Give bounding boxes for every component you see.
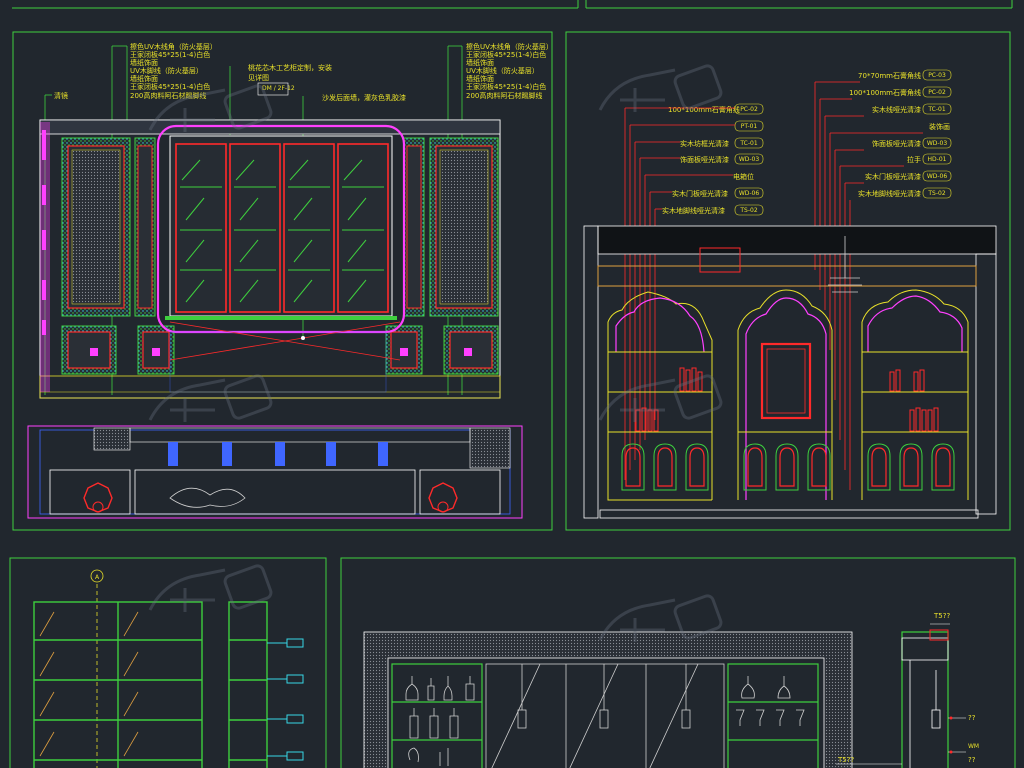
note-b-l5: 实木门板哑光清漆 bbox=[672, 189, 728, 198]
tag-b-r7: TS-02 bbox=[927, 190, 945, 197]
note-b-r5: 拉手 bbox=[907, 155, 921, 164]
tag-b-r5: HD-01 bbox=[928, 156, 947, 163]
panel-d-frame bbox=[340, 557, 1016, 768]
panel-b-left-annotations: 100*100mm石膏角线 PC-02 PT-01 实木坊框光清漆 TC-01 … bbox=[662, 103, 764, 216]
label-mark-1: ?? bbox=[968, 756, 976, 764]
note-a-mirror: 清镜 bbox=[54, 91, 68, 100]
note-b-r6: 实木门板哑光清漆 bbox=[865, 172, 921, 181]
panel-a-left-annotations: 擦色UV木线角（防火基层） 王家闭板45*25(1-4)白色 墙纸饰面 UV木脚… bbox=[54, 42, 217, 100]
tag-b-r2: TC-01 bbox=[927, 106, 945, 113]
note-b-l3: 饰面板哑光清漆 bbox=[680, 155, 729, 164]
note-a-l5: 王家闭板45*25(1-4)白色 bbox=[130, 82, 210, 91]
note-a-c0: 桃花芯木工艺柜定制，安装 bbox=[248, 63, 332, 72]
top-partial-frames bbox=[12, 0, 1013, 9]
note-b-l6: 实木地脚线哑光清漆 bbox=[662, 206, 725, 215]
note-a-c1: 见详图 bbox=[248, 73, 269, 82]
note-b-r3: 装饰画 bbox=[929, 122, 950, 131]
wine-shelves-left bbox=[391, 663, 483, 768]
note-a-l3: UV木脚线（防火基层） bbox=[130, 66, 203, 75]
note-b-r0: 70*70mm石膏角线 bbox=[858, 71, 921, 80]
niche-shelves bbox=[608, 351, 968, 433]
tag-b-r6: WD-06 bbox=[927, 173, 948, 180]
note-b-r7: 实木地脚线哑光清漆 bbox=[858, 189, 921, 198]
note-a-l1: 王家闭板45*25(1-4)白色 bbox=[130, 50, 210, 59]
note-a-c2: 沙发后面墙，灌灰色乳胶漆 bbox=[322, 93, 406, 102]
tag-b-r4: WD-03 bbox=[927, 140, 948, 147]
note-b-r2: 实木线哑光清漆 bbox=[872, 105, 921, 114]
label-mark-0: ?? bbox=[968, 714, 976, 722]
panel-d-wine-cabinet: T5?? T5?? ?? ?? WM bbox=[340, 557, 1016, 768]
shelf-side-view bbox=[228, 601, 268, 768]
wine-shelves-right bbox=[727, 663, 819, 768]
note-b-r4: 饰面板哑光清漆 bbox=[872, 139, 921, 148]
bottles bbox=[405, 676, 805, 766]
note-a-r6: 200高肉料阿石材踢脚线 bbox=[466, 91, 542, 100]
panel-c-shelf: A bbox=[9, 557, 327, 768]
note-a-r0: 擦色UV木线角（防火基层） bbox=[466, 42, 553, 51]
note-a-r4: 墙纸饰面 bbox=[466, 74, 494, 83]
tag-b-l5: WD-06 bbox=[739, 190, 760, 197]
books bbox=[635, 367, 939, 432]
label-t5-mid: T5?? bbox=[837, 756, 854, 764]
watermark-logo bbox=[148, 64, 723, 642]
tag-b-l2: TC-01 bbox=[739, 140, 757, 147]
note-b-l4: 电箱位 bbox=[733, 172, 754, 181]
panel-b-frame bbox=[565, 31, 1011, 531]
label-wm: WM bbox=[968, 743, 979, 750]
note-b-r1: 100*100mm石膏角线 bbox=[849, 88, 921, 97]
note-b-l0: 100*100mm石膏角线 bbox=[668, 105, 740, 114]
note-a-l6: 200高肉料阿石材踢脚线 bbox=[130, 91, 206, 100]
panel-a-frame bbox=[12, 31, 553, 531]
panel-b-right-annotations: 70*70mm石膏角线 PC-03 100*100mm石膏角线 PC-02 实木… bbox=[849, 69, 952, 199]
tag-b-l3: WD-03 bbox=[739, 156, 760, 163]
note-b-l2: 实木坊框光清漆 bbox=[680, 139, 729, 148]
panel-b-elevation: 100*100mm石膏角线 PC-02 PT-01 实木坊框光清漆 TC-01 … bbox=[565, 31, 1011, 531]
note-a-l2: 墙纸饰面 bbox=[130, 58, 158, 67]
tag-b-r0: PC-03 bbox=[928, 72, 946, 79]
tag-b-l1: PT-01 bbox=[741, 123, 758, 130]
glass-doors bbox=[485, 663, 725, 768]
panel-a-right-annotations: 擦色UV木线角（防火基层） 王家闭板45*25(1-4)白色 墙纸饰面 UV木脚… bbox=[466, 42, 553, 100]
panel-b-left-leaders bbox=[624, 107, 735, 480]
panel-a-plan bbox=[27, 425, 523, 519]
note-a-r5: 王家闭板45*25(1-4)白色 bbox=[466, 82, 546, 91]
section-marker-a: A bbox=[95, 574, 100, 581]
note-a-l0: 擦色UV木线角（防火基层） bbox=[130, 42, 217, 51]
lower-doors bbox=[621, 443, 955, 491]
shelf-front-view bbox=[33, 601, 203, 768]
note-a-r2: 墙纸饰面 bbox=[466, 58, 494, 67]
note-a-r1: 王家闭板45*25(1-4)白色 bbox=[466, 50, 546, 59]
shelf-detail-tags bbox=[267, 638, 304, 761]
side-section-detail bbox=[836, 623, 966, 768]
cabinet-doors bbox=[175, 143, 389, 313]
note-a-l4: 墙纸饰面 bbox=[130, 74, 158, 83]
panel-a-elevation: 擦色UV木线角（防火基层） 王家闭板45*25(1-4)白色 墙纸饰面 UV木脚… bbox=[12, 31, 553, 531]
arched-niches bbox=[607, 289, 969, 501]
tag-b-r1: PC-02 bbox=[928, 89, 946, 96]
tag-b-l6: TS-02 bbox=[739, 207, 757, 214]
tag-b-l0: PC-02 bbox=[740, 106, 758, 113]
cabinet-shelves bbox=[180, 159, 384, 303]
note-a-r3: UV木脚线（防火基层） bbox=[466, 66, 539, 75]
label-t5-top: T5?? bbox=[933, 612, 950, 620]
panel-c-frame bbox=[9, 557, 327, 768]
section-tag-a: DM / 2F-12 bbox=[262, 85, 295, 92]
